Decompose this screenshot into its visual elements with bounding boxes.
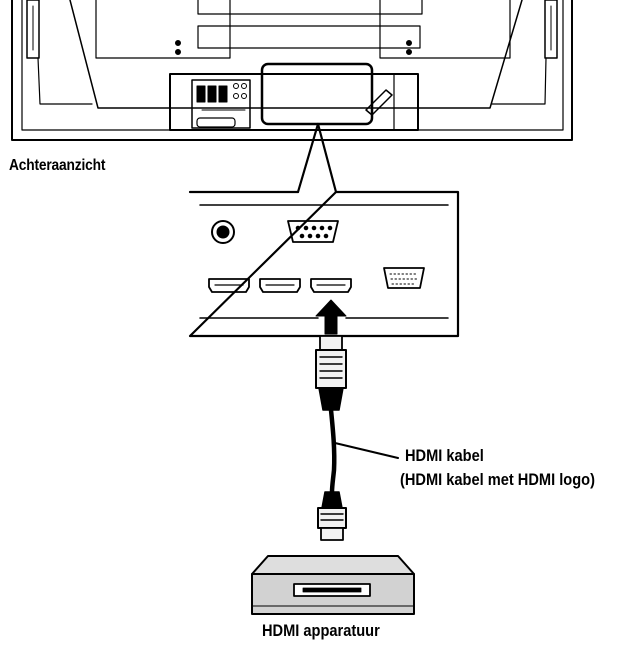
hdmi-device-icon — [251, 555, 415, 615]
hdmi-plug-icon — [317, 491, 347, 541]
zoom-lines — [296, 122, 338, 194]
hdmi-port-icon — [259, 278, 301, 293]
device-label: HDMI apparatuur — [262, 621, 380, 640]
cable-callout-line — [334, 442, 399, 459]
cable-note-label: (HDMI kabel met HDMI logo) — [400, 470, 595, 489]
insert-arrow-icon — [315, 299, 347, 335]
hdmi-port-icon — [310, 278, 352, 293]
cable-title-label: HDMI kabel — [405, 446, 484, 465]
hdmi-plug-icon — [315, 335, 347, 411]
vga-port-icon — [383, 267, 425, 289]
connector-panel — [188, 190, 460, 338]
hdmi-cable — [328, 407, 337, 495]
hdmi-port-icon — [208, 278, 250, 293]
serial-port-icon — [287, 220, 339, 243]
audio-jack-icon — [211, 220, 235, 244]
rear-view-label: Achteraanzicht — [9, 157, 106, 174]
tv-rear-panel — [11, 0, 573, 141]
